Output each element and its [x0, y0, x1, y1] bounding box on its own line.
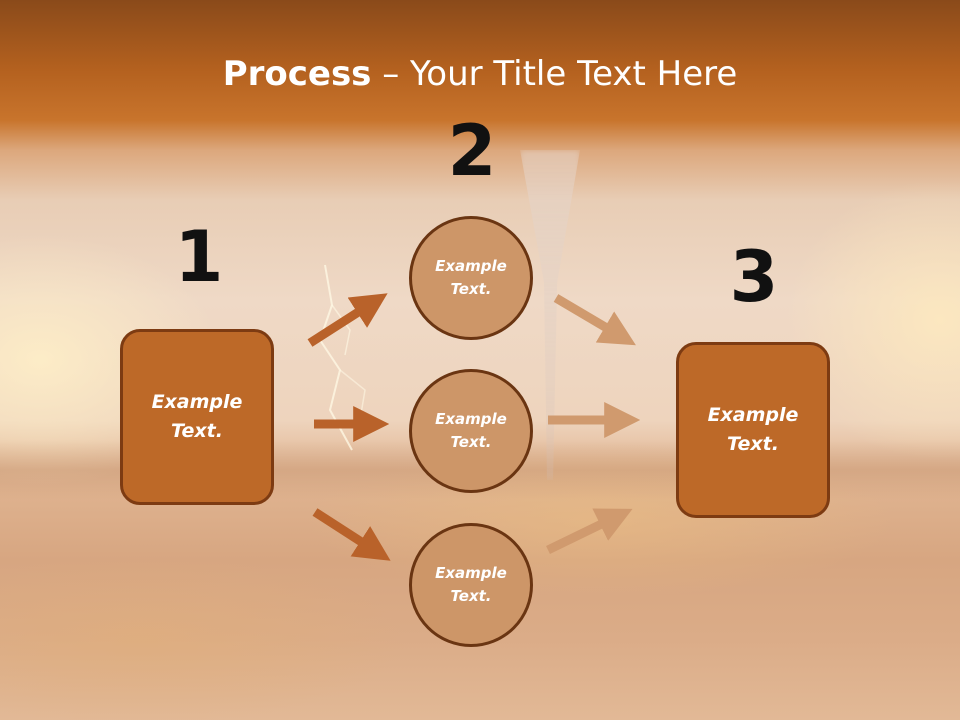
title-bold: Process — [222, 54, 372, 94]
step-number-3: 3 — [729, 236, 779, 318]
circle-middle: Example Text. — [409, 369, 533, 493]
circle-top: Example Text. — [409, 216, 533, 340]
step-number-2: 2 — [447, 110, 497, 192]
circle-bottom-text: Example Text. — [435, 564, 507, 605]
step-number-1: 1 — [174, 216, 224, 298]
slide-title: Process – Your Title Text Here — [0, 52, 960, 96]
circle-middle-text: Example Text. — [435, 410, 507, 451]
arrow-box1-to-circle-top — [307, 293, 388, 347]
arrow-box1-to-circle-bottom — [312, 508, 391, 561]
arrow-circle-bottom-to-box3 — [546, 508, 633, 555]
step-1-text: Example Text. — [151, 391, 243, 442]
step-3-box: Example Text. — [676, 342, 830, 518]
arrow-circle-top-to-box3 — [553, 294, 636, 346]
step-1-box: Example Text. — [120, 329, 274, 505]
title-rest: – Your Title Text Here — [371, 54, 738, 94]
circle-bottom: Example Text. — [409, 523, 533, 647]
step-3-text: Example Text. — [707, 404, 799, 455]
circle-top-text: Example Text. — [435, 257, 507, 298]
